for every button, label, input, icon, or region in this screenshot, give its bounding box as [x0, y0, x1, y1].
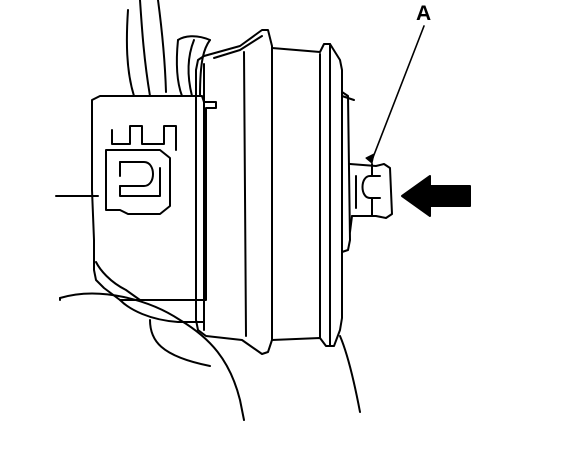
connector-housing — [91, 95, 217, 323]
hoses — [125, 0, 211, 97]
callout-label-a: A — [416, 2, 432, 25]
background-bracket — [59, 292, 361, 421]
actuator-body — [195, 29, 355, 355]
actuator-rod-clip — [349, 163, 393, 233]
callout-a-leader — [365, 25, 425, 164]
arrow-left-icon — [401, 175, 471, 217]
